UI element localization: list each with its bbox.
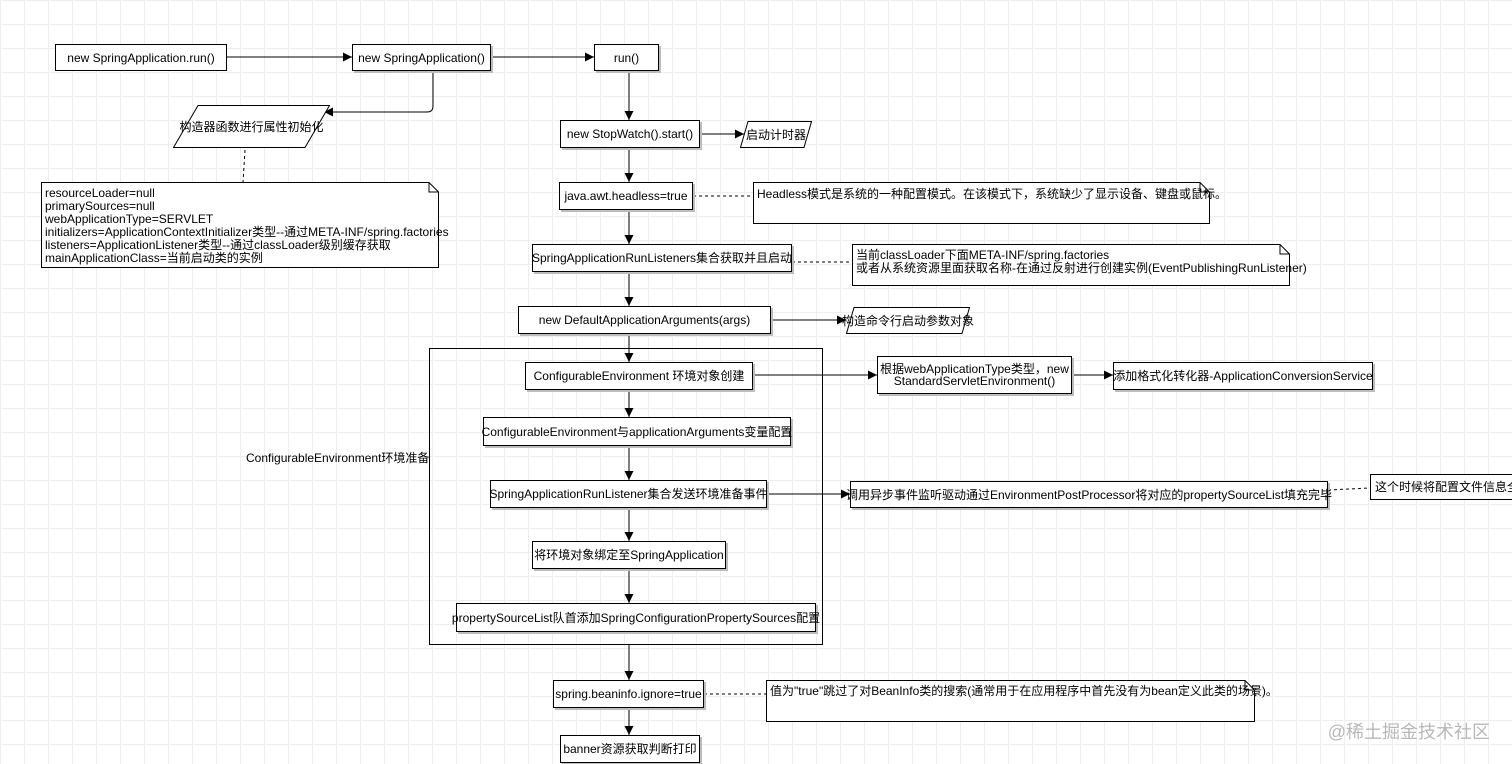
note-shape [41, 182, 439, 268]
environment-prepare-group [429, 348, 823, 645]
beaninfo-node[interactable]: spring.beaninfo.ignore=true [553, 680, 704, 708]
note-line: 当前classLoader下面META-INF/spring.factories [856, 248, 1110, 262]
default-arguments-node[interactable]: new DefaultApplicationArguments(args) [518, 306, 771, 334]
run-node[interactable]: run() [594, 44, 659, 71]
environment-create-node[interactable]: ConfigurableEnvironment 环境对象创建 [525, 362, 753, 390]
note-line: 或者从系统资源里面获取名称-在通过反射进行创建实例(EventPublishin… [856, 261, 1307, 275]
headless-node[interactable]: java.awt.headless=true [559, 182, 693, 210]
constructor-init-label: 构造器函数进行属性初始化 [179, 120, 324, 134]
cmd-args-object-node[interactable]: 构造命令行启动参数对象 [842, 307, 974, 334]
servlet-environment-node[interactable]: 根据webApplicationType类型，new StandardServl… [877, 356, 1072, 394]
async-event-node[interactable]: 调用异步事件监听驱动通过EnvironmentPostProcessor将对应的… [846, 481, 1332, 508]
beaninfo-note: 值为"true"跳过了对BeanInfo类的搜索(通常用于在应用程序中首先没有为… [766, 680, 1278, 722]
parallelogram-shape [173, 105, 330, 148]
note-line: primarySources=null [45, 199, 155, 213]
start-timer-node[interactable]: 启动计时器 [740, 121, 812, 148]
note-line: resourceLoader=null [45, 186, 155, 200]
listeners-source-note: 当前classLoader下面META-INF/spring.factories… [852, 244, 1307, 286]
parallelogram-shape [846, 307, 970, 334]
note-line: initializers=ApplicationContextInitializ… [45, 225, 449, 239]
property-source-node[interactable]: propertySourceList队首添加SpringConfiguratio… [452, 603, 820, 632]
note-shape [852, 244, 1290, 286]
run-listeners-node[interactable]: SpringApplicationRunListeners集合获取并且启动 [532, 244, 792, 272]
watermark: @稀土掘金技术社区 [1327, 722, 1490, 742]
servlet-environment-line-2: StandardServletEnvironment() [893, 374, 1056, 388]
note-shape [766, 680, 1255, 722]
note-line: 值为"true"跳过了对BeanInfo类的搜索(通常用于在应用程序中首先没有为… [770, 684, 1278, 698]
dash-constructor-to-note [242, 149, 246, 183]
note-shape [753, 182, 1210, 224]
dash-async-to-note [1327, 487, 1371, 491]
environment-prepare-label: ConfigurableEnvironment环境准备 [246, 451, 430, 465]
note-line: Headless模式是系统的一种配置模式。在该模式下，系统缺少了显示设备、键盘或… [757, 187, 1228, 201]
note-line: webApplicationType=SERVLET [45, 212, 214, 226]
start-timer-label: 启动计时器 [745, 128, 806, 142]
environment-config-node[interactable]: ConfigurableEnvironment与applicationArgum… [482, 417, 792, 446]
arrow-new-to-constructor [324, 71, 434, 117]
stopwatch-node[interactable]: new StopWatch().start() [560, 120, 700, 148]
note-line: mainApplicationClass=当前启动类的实例 [45, 251, 263, 265]
parallelogram-shape [740, 121, 812, 148]
headless-note: Headless模式是系统的一种配置模式。在该模式下，系统缺少了显示设备、键盘或… [753, 182, 1228, 224]
environment-event-node[interactable]: SpringApplicationRunListener集合发送环境准备事件 [489, 480, 768, 508]
servlet-environment-line-1: 根据webApplicationType类型，new [880, 362, 1069, 376]
cmd-args-object-label: 构造命令行启动参数对象 [842, 314, 975, 328]
new-spring-application-node[interactable]: new SpringApplication() [352, 44, 491, 71]
banner-node[interactable]: banner资源获取判断打印 [560, 735, 700, 763]
constructor-fields-note: resourceLoader=null primarySources=null … [41, 182, 449, 268]
config-file-note-node[interactable]: 这个时候将配置文件信息全部 [1370, 474, 1512, 500]
note-line: listeners=ApplicationListener类型--通过class… [45, 238, 391, 252]
constructor-init-node[interactable]: 构造器函数进行属性初始化 [173, 105, 330, 148]
environment-bind-node[interactable]: 将环境对象绑定至SpringApplication [532, 541, 726, 569]
spring-run-node[interactable]: new SpringApplication.run() [55, 44, 227, 71]
conversion-service-node[interactable]: 添加格式化转化器-ApplicationConversionService [1113, 362, 1373, 390]
